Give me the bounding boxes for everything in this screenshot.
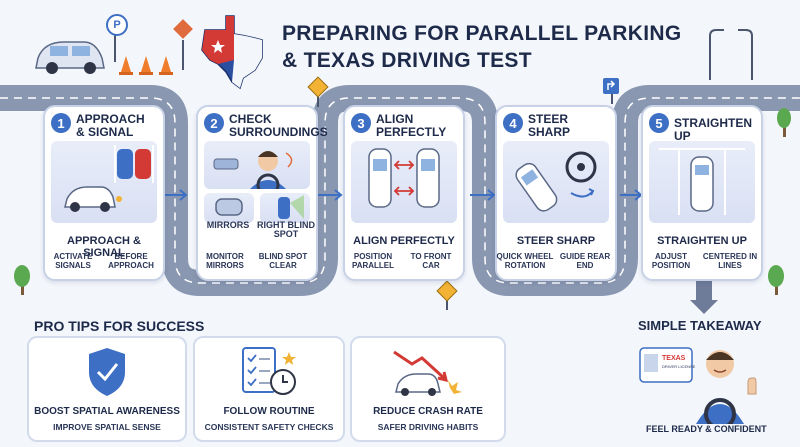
page-title: PREPARING FOR PARALLEL PARKING & TEXAS D… (282, 20, 681, 74)
step-number: 4 (503, 113, 523, 133)
tip-headline: BOOST SPATIAL AWARENESS (34, 406, 180, 417)
mirror-illustration (204, 193, 254, 223)
confident-driver-illustration: TEXAS DRIVER LICENSE (639, 347, 757, 424)
step-title: STEER SHARP (528, 112, 571, 139)
tree-icon (768, 265, 784, 295)
step-illustration (503, 141, 609, 223)
step-number: 1 (51, 113, 71, 133)
shield-check-icon (89, 348, 125, 396)
tip-detail: IMPROVE SPATIAL SENSE (53, 422, 161, 432)
takeaway-title: SIMPLE TAKEAWAY (638, 318, 762, 333)
steering-wheel-icon (704, 398, 736, 424)
tip-detail: CONSISTENT SAFETY CHECKS (204, 422, 334, 432)
car-icon (35, 41, 105, 74)
license-title: TEXAS (662, 355, 686, 362)
step-3-sub-1: POSITION PARALLEL (351, 252, 395, 270)
parking-approach-illustration (64, 145, 154, 212)
step-5-sub-2: CENTERED IN LINES (702, 252, 758, 270)
blindspot-illustration (260, 193, 310, 223)
tree-icon (777, 108, 791, 137)
checklist-clock-icon (242, 347, 296, 395)
flow-arrow-2 (318, 189, 343, 201)
road-sign-icon (173, 19, 193, 39)
step-4-sub-2: GUIDE REAR END (559, 252, 611, 270)
step-2-sub-2: BLIND SPOT CLEAR (258, 252, 308, 270)
step-1-sub-2: BEFORE APPROACH (108, 252, 154, 270)
tree-icon (14, 265, 30, 295)
warning-sign-icon (436, 280, 458, 310)
street-lamp-icon (709, 29, 753, 80)
step-4-sub-1: QUICK WHEEL ROTATION (496, 252, 554, 270)
driver-checking-illustration (213, 151, 293, 189)
texas-map-icon (201, 15, 263, 90)
tip-card-2: FOLLOW ROUTINE CONSISTENT SAFETY CHECKS (193, 336, 345, 442)
step-1-sub-1: ACTIVATE SIGNALS (53, 252, 93, 270)
down-arrow (690, 275, 718, 314)
step-title: STRAIGHTEN UP (674, 116, 752, 143)
step-panel-label: STRAIGHTEN UP (657, 235, 747, 247)
license-subtitle: DRIVER LICENSE (662, 364, 696, 369)
parking-sign-icon: P (106, 14, 128, 36)
turn-sign-icon (307, 76, 329, 107)
step-illustration (204, 141, 310, 189)
step-panel-label: ALIGN PERFECTLY (353, 235, 455, 247)
tip-detail: SAFER DRIVING HABITS (377, 422, 479, 432)
tips-title: PRO TIPS FOR SUCCESS (34, 318, 205, 334)
tip-headline: FOLLOW ROUTINE (223, 406, 315, 417)
step-number: 3 (351, 113, 371, 133)
mirror-icon (215, 198, 243, 216)
step-title: APPROACH & SIGNAL (76, 112, 145, 139)
step-panel-label: STEER SHARP (516, 235, 596, 247)
step-title: ALIGN PERFECTLY (376, 112, 447, 139)
steering-illustration (515, 151, 597, 212)
step-panel-label-blindspot: RIGHT BLIND SPOT (257, 220, 315, 239)
tip-card-3: REDUCE CRASH RATE SAFER DRIVING HABITS (350, 336, 506, 442)
takeaway-caption: FEEL READY & CONFIDENT (646, 424, 767, 434)
step-illustration (649, 141, 755, 223)
traffic-cone-icon (139, 56, 153, 75)
step-5-sub-1: ADJUST POSITION (651, 252, 691, 270)
step-number: 5 (649, 113, 669, 133)
tip-card-1: BOOST SPATIAL AWARENESS IMPROVE SPATIAL … (27, 336, 187, 442)
crash-rate-down-icon (393, 350, 462, 396)
step-illustration (351, 141, 457, 223)
straighten-illustration (659, 148, 745, 215)
traffic-cone-icon (159, 56, 173, 75)
cars-align-illustration (368, 148, 440, 208)
thumbs-up-icon (747, 377, 757, 395)
turn-sign-icon (603, 78, 619, 104)
traffic-cone-icon (119, 56, 133, 75)
page-title-line2: & TEXAS DRIVING TEST (282, 49, 532, 72)
tip-headline: REDUCE CRASH RATE (373, 406, 483, 417)
flow-arrow-3 (470, 189, 496, 201)
step-3-sub-2: TO FRONT CAR (410, 252, 452, 270)
step-illustration (51, 141, 157, 223)
step-panel-label-mirrors: MIRRORS (206, 220, 250, 230)
blind-spot-icon (278, 195, 304, 219)
step-number: 2 (204, 113, 224, 133)
step-2-sub-1: MONITOR MIRRORS (206, 252, 244, 270)
page-title-line1: PREPARING FOR PARALLEL PARKING (282, 22, 682, 45)
step-panel-label: APPROACH & SIGNAL (67, 235, 141, 259)
step-title: CHECK SURROUNDINGS (229, 112, 328, 139)
